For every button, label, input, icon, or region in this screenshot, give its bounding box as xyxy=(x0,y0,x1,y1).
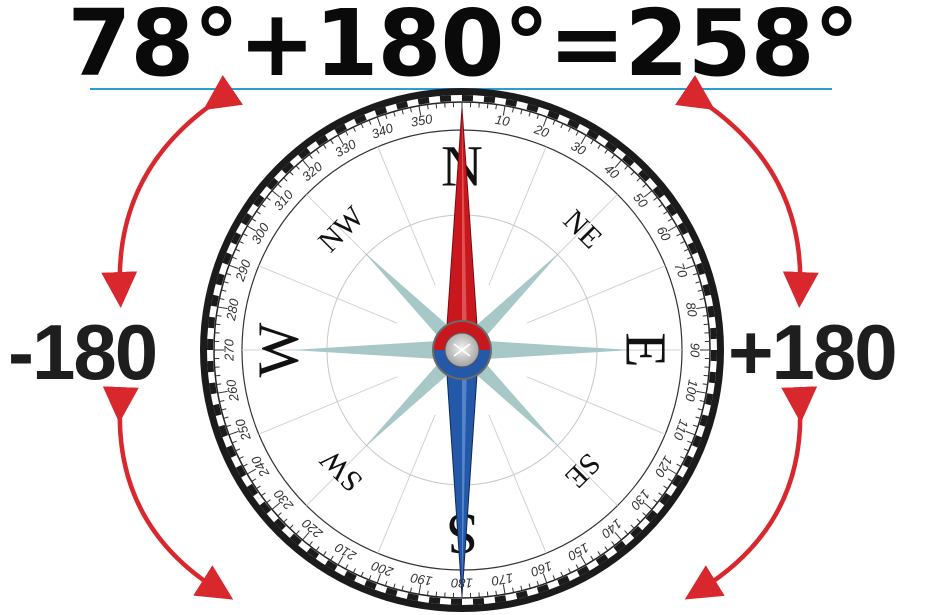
checker-block xyxy=(207,361,214,372)
degree-tick xyxy=(427,104,428,109)
checker-block xyxy=(711,350,717,361)
degree-tick xyxy=(703,384,708,385)
degree-tick xyxy=(704,324,709,325)
degree-tick xyxy=(487,103,488,108)
arrow-bottom-right xyxy=(700,405,800,590)
degree-tick xyxy=(436,592,437,597)
degree-tick xyxy=(216,384,221,385)
degree-tick xyxy=(427,591,428,596)
degree-tick xyxy=(215,324,220,325)
cardinal-label: E xyxy=(614,332,679,367)
degree-tick xyxy=(216,315,221,316)
degree-tick xyxy=(704,375,709,376)
checker-block xyxy=(484,96,496,103)
checker-block xyxy=(440,95,451,102)
checker-block xyxy=(462,95,473,101)
degree-label: 90 xyxy=(688,343,703,358)
degree-tick xyxy=(487,592,488,597)
degree-tick xyxy=(215,375,220,376)
arrow-top-right xyxy=(700,100,800,290)
arrow-bottom-left xyxy=(120,405,218,590)
degree-tick xyxy=(436,103,437,108)
arrow-top-left xyxy=(120,100,218,290)
cardinal-label: W xyxy=(245,322,310,377)
checker-block xyxy=(709,372,716,384)
compass: 1020304050607080901001101201301401501601… xyxy=(200,88,724,612)
checker-block xyxy=(473,598,484,605)
checker-block xyxy=(429,597,441,604)
degree-tick xyxy=(703,315,708,316)
checker-block xyxy=(207,339,213,350)
checker-block xyxy=(208,317,215,329)
checker-block xyxy=(710,328,717,339)
degree-tick xyxy=(496,591,497,596)
checker-block xyxy=(451,599,462,605)
degree-tick xyxy=(496,104,497,109)
degree-label: 270 xyxy=(221,338,236,361)
